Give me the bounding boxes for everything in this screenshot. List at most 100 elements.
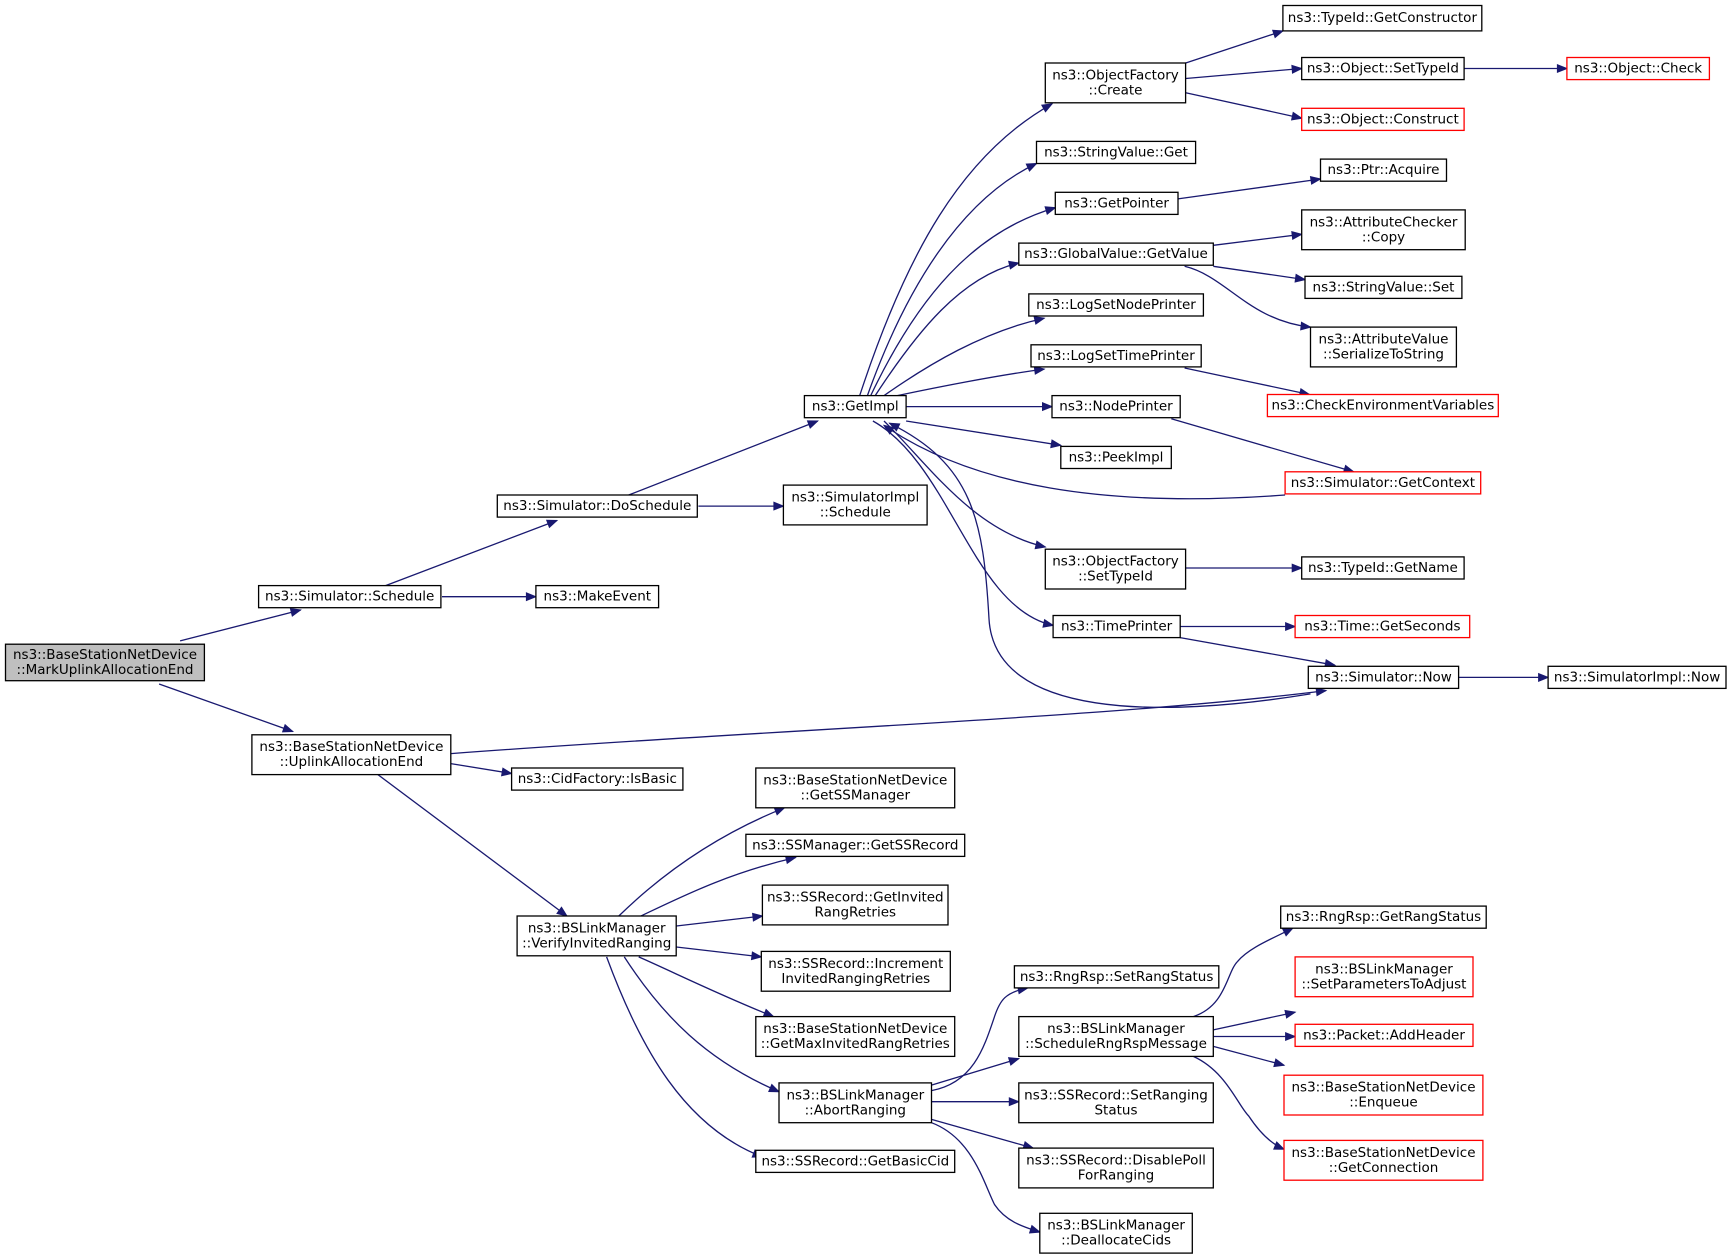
function-node-ns3-bslinkmanager-deallocatecids[interactable]: ns3::BSLinkManager::DeallocateCids xyxy=(1039,1212,1193,1254)
edge-line xyxy=(1177,178,1321,200)
node-label: ::Create xyxy=(1089,82,1143,98)
node-box xyxy=(4,643,206,682)
node-label: ns3::SimulatorImpl::Now xyxy=(1554,669,1720,685)
function-node-ns3-bslinkmanager-schedulerngrspmessage[interactable]: ns3::BSLinkManager::ScheduleRngRspMessag… xyxy=(1018,1015,1214,1058)
function-node-ns3-ssmanager-getssrecord[interactable]: ns3::SSManager::GetSSRecord xyxy=(745,833,966,858)
call-edge-n38-to-n44 xyxy=(931,1122,1042,1234)
edge-arrowhead xyxy=(289,608,302,617)
function-node-ns3-rngrsp-getrangstatus[interactable]: ns3::RngRsp::GetRangStatus xyxy=(1280,905,1487,929)
edge-arrowhead xyxy=(888,422,901,432)
node-box xyxy=(1301,209,1466,251)
node-label: RangRetries xyxy=(815,905,897,921)
node-label: ::DeallocateCids xyxy=(1061,1233,1171,1249)
function-node-ns3-timeprinter[interactable]: ns3::TimePrinter xyxy=(1052,614,1181,639)
function-node-ns3-time-getseconds[interactable]: ns3::Time::GetSeconds xyxy=(1294,614,1471,639)
function-node-ns3-bslinkmanager-setparameterstoadjust[interactable]: ns3::BSLinkManager::SetParametersToAdjus… xyxy=(1294,956,1474,998)
function-node-ns3-ssrecord-incrementinvitedrangingretries[interactable]: ns3::SSRecord::IncrementInvitedRangingRe… xyxy=(760,950,951,992)
edge-line xyxy=(1184,367,1310,396)
function-nodes: ns3::BaseStationNetDevice::MarkUplinkAll… xyxy=(4,4,1727,1254)
edge-arrowhead xyxy=(1041,103,1054,113)
node-box xyxy=(510,767,684,791)
node-box xyxy=(1280,905,1487,929)
node-label: ns3::GetImpl xyxy=(812,399,899,415)
edge-line xyxy=(931,1118,1034,1149)
edge-line xyxy=(1213,233,1302,246)
function-node-ns3-attributechecker-copy[interactable]: ns3::AttributeChecker::Copy xyxy=(1301,209,1466,251)
function-node-ns3-peekimpl[interactable]: ns3::PeekImpl xyxy=(1060,445,1172,470)
function-node-ns3-objectfactory-settypeid[interactable]: ns3::ObjectFactory::SetTypeId xyxy=(1044,548,1187,590)
node-label: ns3::StringValue::Set xyxy=(1313,279,1455,295)
function-node-ns3-ssrecord-getbasiccid[interactable]: ns3::SSRecord::GetBasicCid xyxy=(755,1149,956,1174)
function-node-ns3-ptr-acquire[interactable]: ns3::Ptr::Acquire xyxy=(1319,158,1448,182)
node-label: ns3::SSRecord::GetInvited xyxy=(767,890,944,906)
node-label: ns3::ObjectFactory xyxy=(1052,67,1179,83)
node-label: ns3::GetPointer xyxy=(1064,195,1169,211)
node-label: InvitedRangingRetries xyxy=(781,971,930,987)
call-edge-n41-to-n47 xyxy=(1213,1031,1297,1042)
edge-line xyxy=(640,856,796,917)
call-edge-n9-to-n21 xyxy=(1177,175,1322,200)
function-node-ns3-checkenvironmentvariables[interactable]: ns3::CheckEnvironmentVariables xyxy=(1266,393,1499,418)
function-node-ns3-basestationnetdevice-enqueue[interactable]: ns3::BaseStationNetDevice::Enqueue xyxy=(1283,1074,1484,1116)
function-node-ns3-simulator-doschedule[interactable]: ns3::Simulator::DoSchedule xyxy=(496,494,698,518)
edge-arrowhead xyxy=(1028,1224,1042,1234)
edge-line xyxy=(872,420,1054,627)
function-node-ns3-bslinkmanager-verifyinvitedranging[interactable]: ns3::BSLinkManager::VerifyInvitedRanging xyxy=(516,915,677,957)
function-node-ns3-simulator-getcontext[interactable]: ns3::Simulator::GetContext xyxy=(1284,471,1482,495)
function-node-ns3-simulator-schedule[interactable]: ns3::Simulator::Schedule xyxy=(257,584,442,609)
function-node-ns3-logsettimeprinter[interactable]: ns3::LogSetTimePrinter xyxy=(1030,344,1202,368)
function-node-ns3-getimpl[interactable]: ns3::GetImpl xyxy=(803,394,907,419)
edge-arrowhead xyxy=(545,519,559,529)
function-node-ns3-cidfactory-isbasic[interactable]: ns3::CidFactory::IsBasic xyxy=(510,767,684,791)
node-box xyxy=(516,915,677,957)
edge-line xyxy=(1213,1045,1285,1066)
function-node-ns3-basestationnetdevice-markuplinkallocationend[interactable]: ns3::BaseStationNetDevice::MarkUplinkAll… xyxy=(4,643,206,682)
edge-arrowhead xyxy=(1309,175,1322,185)
node-label: ::GetMaxInvitedRangRetries xyxy=(761,1036,950,1052)
edge-arrowhead xyxy=(1033,315,1046,325)
node-label: ns3::Time::GetSeconds xyxy=(1304,619,1460,635)
edge-arrowhead xyxy=(1271,29,1285,39)
function-node-ns3-nodeprinter[interactable]: ns3::NodePrinter xyxy=(1051,394,1181,419)
function-node-ns3-stringvalue-get[interactable]: ns3::StringValue::Get xyxy=(1035,140,1197,165)
edge-arrowhead xyxy=(1273,1058,1286,1068)
function-node-ns3-simulator-now[interactable]: ns3::Simulator::Now xyxy=(1307,665,1460,690)
function-node-ns3-basestationnetdevice-getssmanager[interactable]: ns3::BaseStationNetDevice::GetSSManager xyxy=(755,767,956,809)
function-node-ns3-globalvalue-getvalue[interactable]: ns3::GlobalValue::GetValue xyxy=(1018,242,1214,266)
function-node-ns3-bslinkmanager-abortranging[interactable]: ns3::BSLinkManager::AbortRanging xyxy=(778,1082,933,1124)
function-node-ns3-makeevent[interactable]: ns3::MakeEvent xyxy=(535,584,660,609)
function-node-ns3-basestationnetdevice-uplinkallocationend[interactable]: ns3::BaseStationNetDevice::UplinkAllocat… xyxy=(251,734,452,776)
node-box xyxy=(761,884,949,926)
function-node-ns3-attributevalue-serializetostring[interactable]: ns3::AttributeValue::SerializeToString xyxy=(1309,326,1458,368)
function-node-ns3-object-check[interactable]: ns3::Object::Check xyxy=(1566,56,1711,81)
node-label: ns3::RngRsp::SetRangStatus xyxy=(1020,969,1214,985)
function-node-ns3-logsetnodeprinter[interactable]: ns3::LogSetNodePrinter xyxy=(1028,293,1205,317)
function-node-ns3-simulatorimpl-now[interactable]: ns3::SimulatorImpl::Now xyxy=(1547,665,1727,690)
function-node-ns3-rngrsp-setrangstatus[interactable]: ns3::RngRsp::SetRangStatus xyxy=(1013,965,1220,989)
node-box xyxy=(1018,1147,1214,1189)
edge-arrowhead xyxy=(1008,260,1021,270)
function-node-ns3-stringvalue-set[interactable]: ns3::StringValue::Set xyxy=(1304,275,1463,300)
edge-arrowhead xyxy=(1008,1097,1021,1107)
node-label: ns3::SSRecord::Increment xyxy=(768,956,943,972)
edge-arrowhead xyxy=(1556,63,1569,74)
function-node-ns3-object-settypeid[interactable]: ns3::Object::SetTypeId xyxy=(1301,56,1465,81)
function-node-ns3-simulatorimpl-schedule[interactable]: ns3::SimulatorImpl::Schedule xyxy=(782,484,928,526)
node-box xyxy=(1013,965,1220,989)
function-node-ns3-basestationnetdevice-getconnection[interactable]: ns3::BaseStationNetDevice::GetConnection xyxy=(1283,1139,1484,1181)
function-node-ns3-object-construct[interactable]: ns3::Object::Construct xyxy=(1301,107,1465,132)
edge-line xyxy=(450,762,512,775)
function-node-ns3-getpointer[interactable]: ns3::GetPointer xyxy=(1054,191,1179,216)
edge-line xyxy=(605,956,763,1158)
function-node-ns3-basestationnetdevice-getmaxinvitedrangretries[interactable]: ns3::BaseStationNetDevice::GetMaxInvited… xyxy=(755,1015,956,1058)
function-node-ns3-typeid-getconstructor[interactable]: ns3::TypeId::GetConstructor xyxy=(1282,4,1483,32)
function-node-ns3-typeid-getname[interactable]: ns3::TypeId::GetName xyxy=(1301,556,1465,580)
node-box xyxy=(1044,548,1187,590)
function-node-ns3-objectfactory-create[interactable]: ns3::ObjectFactory::Create xyxy=(1044,62,1187,104)
function-node-ns3-packet-addheader[interactable]: ns3::Packet::AddHeader xyxy=(1294,1023,1474,1048)
edge-line xyxy=(638,956,774,1018)
node-box xyxy=(760,950,951,992)
